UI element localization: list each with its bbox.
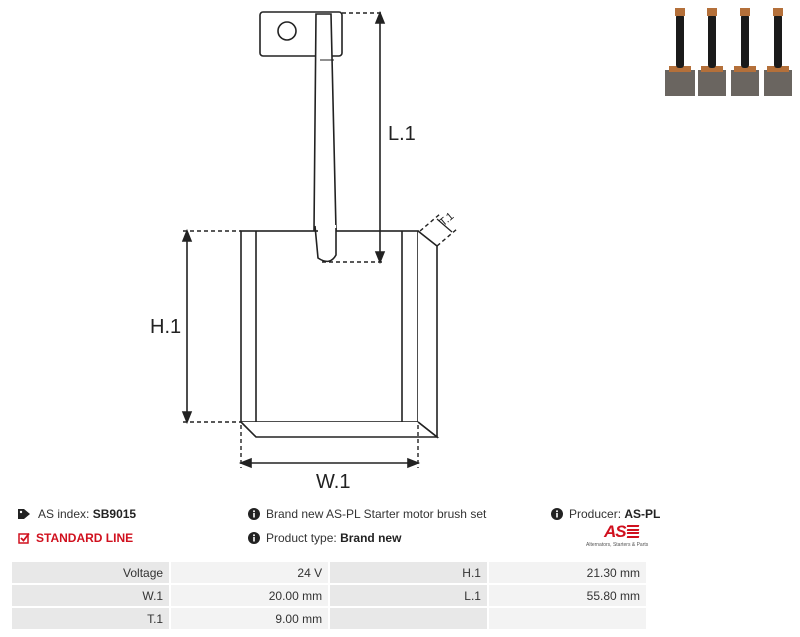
info-icon [248, 532, 260, 544]
spec-label: T.1 [9, 606, 172, 631]
spec-value: 20.00 mm [169, 583, 331, 608]
specifications-table: Voltage 24 V H.1 21.30 mm W.1 20.00 mm L… [9, 560, 649, 631]
table-row: Voltage 24 V H.1 21.30 mm [9, 560, 649, 585]
producer-value: AS-PL [624, 507, 661, 521]
table-row: W.1 20.00 mm L.1 55.80 mm [9, 583, 649, 608]
brush-photo-1 [665, 8, 695, 96]
standard-line-label: STANDARD LINE [36, 531, 134, 545]
spec-label: L.1 [328, 583, 489, 608]
spec-value: 9.00 mm [169, 606, 331, 631]
brush-photo-4 [764, 8, 792, 96]
dimension-label-t1: T.1 [437, 210, 456, 229]
description-text: Brand new AS-PL Starter motor brush set [266, 507, 487, 521]
tags-icon [18, 509, 30, 519]
dimension-label-l1: L.1 [388, 123, 416, 145]
spec-value: 24 V [169, 560, 331, 585]
as-index-label: AS index: [38, 507, 90, 521]
as-index-value: SB9015 [92, 507, 137, 521]
product-type: Product type: Brand new [248, 531, 401, 545]
product-type-label: Product type: [266, 531, 337, 545]
checkbox-checked-icon [18, 532, 30, 544]
logo-bars [626, 525, 640, 538]
product-description: Brand new AS-PL Starter motor brush set [248, 507, 486, 521]
terminal-hole [277, 21, 297, 41]
producer: Producer: AS-PL [551, 507, 660, 521]
logo-mark: AS [604, 522, 627, 541]
as-index: AS index: SB9015 [18, 507, 136, 521]
spec-label: H.1 [328, 560, 489, 585]
product-photo [665, 8, 792, 96]
standard-line-badge: STANDARD LINE [18, 531, 133, 545]
info-icon [551, 508, 563, 520]
product-type-value: Brand new [340, 531, 402, 545]
dimension-label-w1: W.1 [316, 471, 350, 493]
producer-label: Producer: [569, 507, 622, 521]
brush-photo-2 [698, 8, 726, 96]
as-pl-logo: AS Alternators, Starters & Parts [586, 522, 650, 552]
brush-photo-3 [731, 8, 759, 96]
brush-dimension-drawing: L.1 H.1 W.1 T.1 [150, 10, 458, 493]
spec-label: Voltage [9, 560, 172, 585]
carbon-block-bottom [240, 421, 440, 438]
spec-value: 21.30 mm [486, 560, 649, 585]
table-row: T.1 9.00 mm [9, 606, 649, 631]
spec-label [328, 606, 489, 631]
spec-value [486, 606, 649, 631]
info-icon [248, 508, 260, 520]
spec-value: 55.80 mm [486, 583, 649, 608]
logo-tagline: Alternators, Starters & Parts [586, 542, 649, 548]
dimension-label-h1: H.1 [150, 316, 181, 338]
spec-label: W.1 [9, 583, 172, 608]
carbon-block-side [417, 230, 438, 439]
